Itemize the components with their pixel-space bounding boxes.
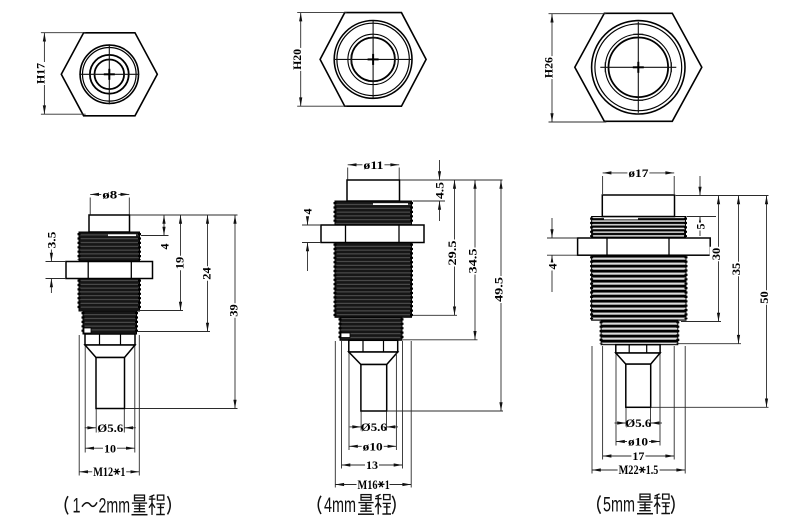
svg-text:17: 17 <box>632 449 644 463</box>
svg-text:H20: H20 <box>290 49 304 70</box>
svg-text:Ø5.6: Ø5.6 <box>625 416 651 430</box>
svg-text:4.5: 4.5 <box>433 182 447 199</box>
svg-text:10: 10 <box>104 441 116 455</box>
svg-text:4mm: 4mm <box>324 494 356 517</box>
svg-text:1: 1 <box>120 465 125 479</box>
svg-text:34.5: 34.5 <box>465 249 479 274</box>
svg-text:4: 4 <box>545 264 559 270</box>
svg-text:1.5: 1.5 <box>646 463 659 477</box>
svg-text:19: 19 <box>172 257 186 270</box>
svg-text:30: 30 <box>709 248 723 261</box>
svg-text:3.5: 3.5 <box>44 232 58 249</box>
svg-text:M16: M16 <box>358 478 378 492</box>
svg-text:H26: H26 <box>541 57 555 78</box>
svg-text:24: 24 <box>199 267 213 280</box>
svg-text:4: 4 <box>301 209 315 215</box>
svg-text:M12: M12 <box>93 465 113 479</box>
svg-text:1: 1 <box>73 495 81 518</box>
svg-text:50: 50 <box>757 291 771 304</box>
svg-text:35: 35 <box>729 263 743 276</box>
svg-text:1: 1 <box>385 478 390 492</box>
svg-text:29.5: 29.5 <box>445 241 459 266</box>
svg-text:5mm: 5mm <box>603 494 635 517</box>
svg-text:H17: H17 <box>33 63 47 84</box>
svg-text:5: 5 <box>693 224 707 230</box>
svg-text:13: 13 <box>366 458 378 472</box>
svg-text:Ø5.6: Ø5.6 <box>361 420 387 434</box>
svg-text:ø11: ø11 <box>363 158 383 172</box>
svg-text:Ø5.6: Ø5.6 <box>97 421 123 435</box>
svg-text:ø10: ø10 <box>363 439 383 453</box>
svg-text:ø8: ø8 <box>102 187 117 201</box>
svg-text:39: 39 <box>226 304 240 317</box>
svg-text:M22: M22 <box>619 463 639 477</box>
svg-text:4: 4 <box>157 244 171 250</box>
svg-text:49.5: 49.5 <box>491 277 505 302</box>
svg-text:ø10: ø10 <box>628 435 648 449</box>
svg-text:2mm: 2mm <box>99 495 131 518</box>
svg-text:ø17: ø17 <box>628 166 648 180</box>
